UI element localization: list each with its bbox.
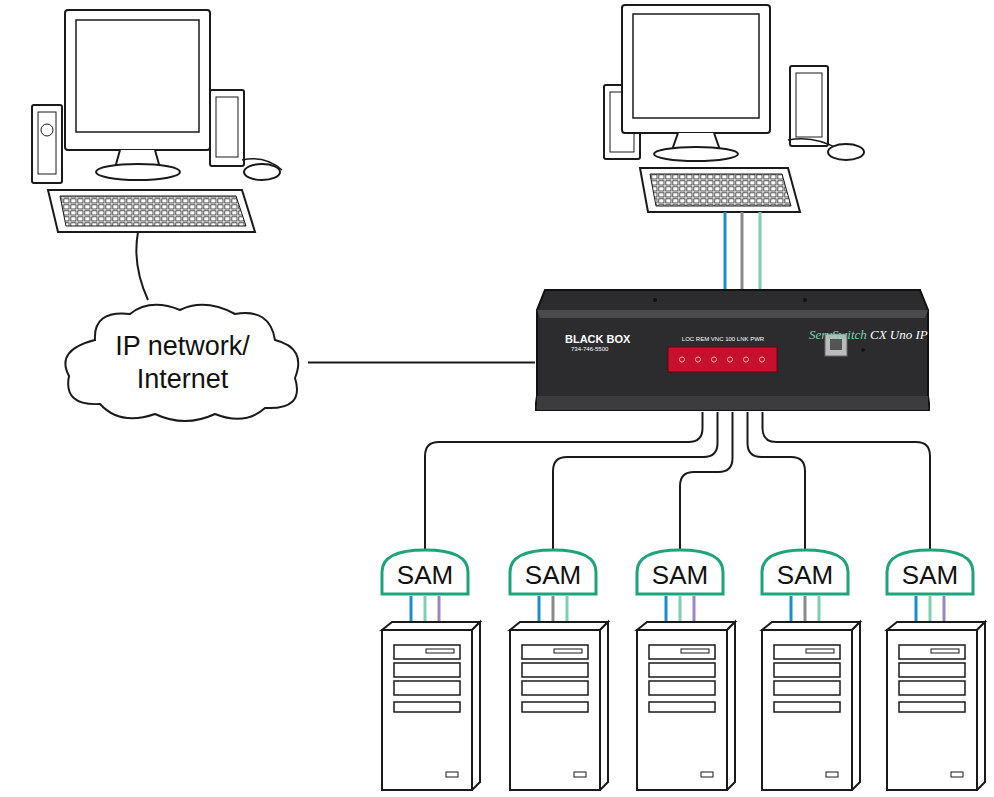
- product-family: ServSwitch: [809, 328, 867, 342]
- phone-number: 734-746-5500: [571, 346, 608, 353]
- server-towers: [382, 596, 985, 790]
- sam-label: SAM: [760, 548, 850, 588]
- right-computer: [604, 5, 864, 212]
- cable-connector: [425, 412, 703, 550]
- kvm-switch: BLACK BOX734-746-5500 LOC REM VNC 100 LNK…: [535, 288, 930, 412]
- cloud-label: IP network/ Internet: [103, 330, 263, 395]
- sam-label: SAM: [380, 548, 470, 588]
- cable-connector: [553, 412, 718, 550]
- led-labels: LOC REM VNC 100 LNK PWR: [667, 336, 779, 343]
- cloud-outline: [55, 300, 310, 425]
- sam-adapter: SAM: [760, 548, 850, 596]
- sam-label: SAM: [508, 548, 598, 588]
- console-cables: [725, 212, 760, 290]
- sam-adapter: SAM: [380, 548, 470, 596]
- brand-name: BLACK BOX: [565, 333, 630, 345]
- sam-adapter: SAM: [635, 548, 725, 596]
- cable-connector: [680, 412, 733, 550]
- sam-adapter: SAM: [508, 548, 598, 596]
- product-model: CX Uno IP: [870, 328, 928, 342]
- left-computer: [32, 10, 282, 300]
- sam-adapter: SAM: [885, 548, 975, 596]
- sam-label: SAM: [885, 548, 975, 588]
- cable-connector: [748, 412, 806, 550]
- cable-connector: [763, 412, 931, 550]
- network-cloud: IP network/ Internet: [55, 300, 310, 425]
- cable-connector: [308, 362, 535, 364]
- sam-label: SAM: [635, 548, 725, 588]
